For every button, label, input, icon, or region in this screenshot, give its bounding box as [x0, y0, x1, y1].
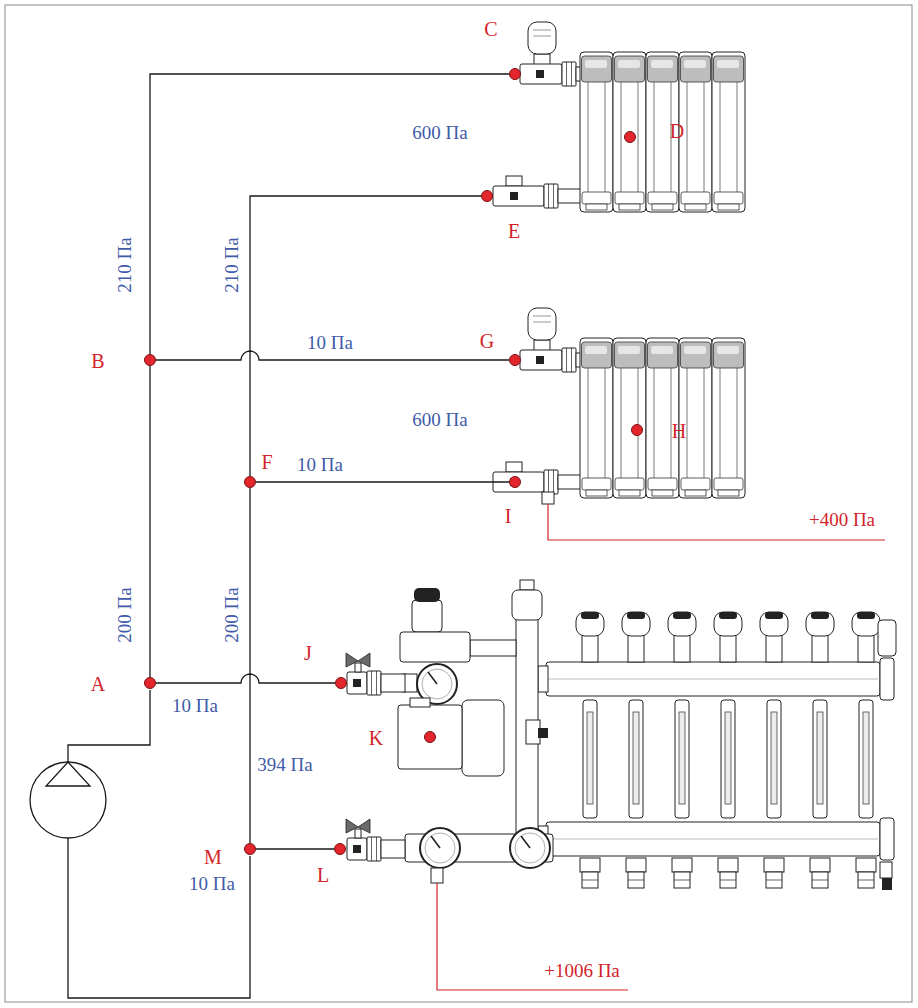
point-letter: I [505, 506, 512, 526]
point-letter: H [672, 421, 686, 441]
point-letter: E [508, 221, 520, 241]
pressure-loss-label: 200 Па [115, 585, 136, 644]
pipe-segment [256, 481, 509, 482]
point-letter: G [480, 331, 494, 351]
point-letter: B [91, 351, 104, 371]
frame [5, 5, 912, 1002]
pipe-point: G [509, 354, 521, 366]
pipe-point: I [509, 476, 521, 488]
pipe-point: F [244, 476, 256, 488]
radiator [493, 22, 745, 212]
pipe-point: J [335, 677, 347, 689]
pressure-loss-label: 10 Па [305, 333, 355, 354]
point-letter: L [317, 865, 329, 885]
pipe-segment [156, 674, 335, 683]
pressure-loss-label: 600 Па [410, 123, 469, 144]
leader-line [437, 883, 628, 990]
manifold [546, 612, 896, 890]
pipe-segment [256, 848, 334, 849]
pressure-loss-label: 210 Па [115, 235, 136, 294]
pipe-point: E [481, 190, 493, 202]
pressure-loss-label: 10 Па [295, 455, 345, 476]
point-letter: M [204, 847, 222, 867]
pressure-gain-label: +1006 Па [542, 961, 622, 982]
leader-line [548, 504, 885, 540]
mixing-unit [346, 580, 553, 883]
pipe-point: H [631, 424, 643, 436]
point-letter: J [304, 643, 312, 663]
drain-fitting [542, 492, 554, 504]
pressure-loss-label: 600 Па [410, 410, 469, 431]
pipe-segment [149, 366, 150, 677]
pressure-loss-label: 200 Па [222, 585, 243, 644]
pressure-loss-label: 10 Па [187, 874, 237, 895]
point-letter: K [369, 728, 383, 748]
point-letter: C [484, 19, 497, 39]
pressure-loss-label: 394 Па [255, 755, 314, 776]
pressure-loss-label: 10 Па [170, 696, 220, 717]
pipe-point: A [144, 677, 156, 689]
pipe-point: M [244, 843, 256, 855]
point-letter: A [91, 674, 105, 694]
pipe-point: K [424, 731, 436, 743]
pressure-gain-label: +400 Па [807, 510, 877, 531]
pipe-point: L [334, 843, 346, 855]
pipe-segment [250, 196, 481, 476]
pipe-point: C [509, 68, 521, 80]
pipe-point: D [624, 131, 636, 143]
pressure-loss-label: 210 Па [222, 235, 243, 294]
pump-pipework [30, 690, 250, 998]
pipe-point: B [144, 354, 156, 366]
pipe-segment [150, 74, 509, 354]
pipe-segment [249, 488, 250, 843]
radiator [493, 308, 745, 498]
point-letter: D [670, 121, 684, 141]
point-letter: F [261, 452, 272, 472]
